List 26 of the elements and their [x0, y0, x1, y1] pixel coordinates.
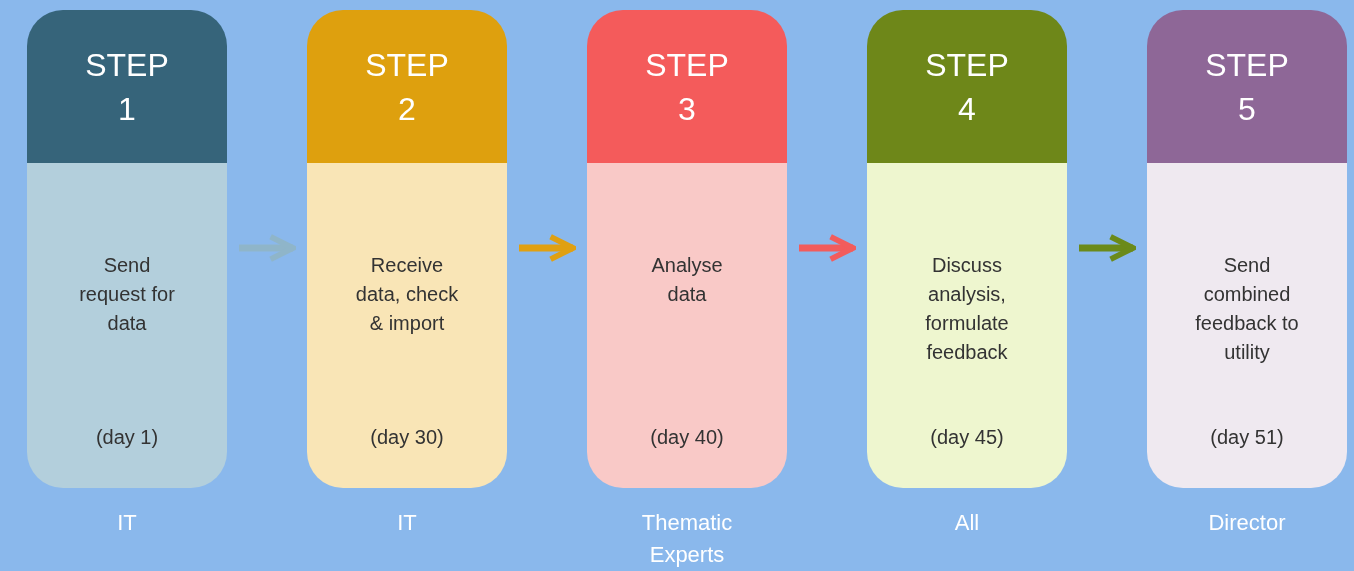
step-description: Receive data, check & import [354, 253, 460, 336]
step-header: STEP 3 [587, 10, 787, 163]
day-label: (day 51) [1209, 425, 1285, 450]
step-description: Send combined feedback to utility [1194, 253, 1300, 365]
step-description: Discuss analysis, formulate feedback [924, 253, 1010, 365]
step-description: Analyse data [650, 253, 724, 307]
day-label: (day 40) [649, 425, 725, 450]
step-header: STEP 1 [27, 10, 227, 163]
arrow [239, 234, 296, 262]
step-header: STEP 2 [307, 10, 507, 163]
step-card [867, 10, 1067, 488]
step-card [587, 10, 787, 488]
role-label: IT [396, 509, 418, 537]
role-label: Director [1207, 509, 1287, 537]
step-description: Send request for data [78, 253, 176, 336]
step-card [307, 10, 507, 488]
step-card [1147, 10, 1347, 488]
day-label: (day 1) [94, 425, 160, 450]
role-label: IT [116, 509, 138, 537]
day-label: (day 45) [929, 425, 1005, 450]
day-label: (day 30) [369, 425, 445, 450]
step-header: STEP 5 [1147, 10, 1347, 163]
role-label: Thematic Experts [640, 509, 734, 569]
step-header: STEP 4 [867, 10, 1067, 163]
step-card [27, 10, 227, 488]
role-label: All [953, 509, 981, 537]
